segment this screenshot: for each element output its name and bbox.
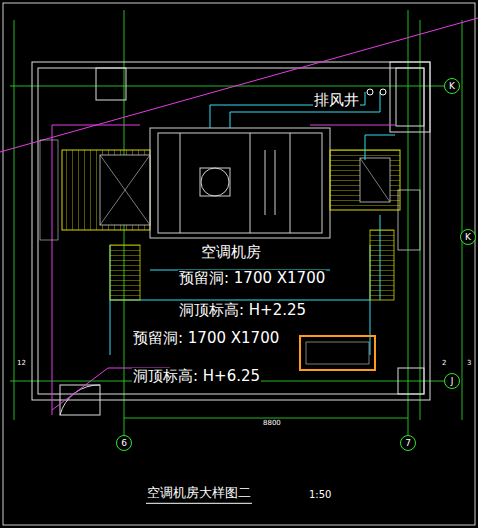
plan-label: 排风井: [313, 92, 360, 109]
grid-bubble: K: [444, 78, 460, 94]
grid-label: 7: [405, 439, 411, 448]
plan-label: 洞顶标高: H+2.25: [178, 302, 307, 319]
plan-label: 3: [466, 360, 472, 368]
grid-bubble: 7: [400, 435, 416, 451]
grid-bubble: J: [444, 373, 460, 389]
title-underline: [146, 503, 252, 504]
plan-label: 空调机房: [200, 244, 262, 261]
grid-label: K: [465, 233, 471, 242]
grid-bubble: K: [460, 229, 476, 245]
plan-label: 12: [16, 360, 27, 368]
plan-label: 2: [441, 360, 447, 368]
plan-label: 1:50: [308, 489, 332, 500]
plan-label: 8800: [262, 420, 282, 428]
drawing-title: 空调机房大样图二: [146, 486, 252, 500]
grid-label: 6: [121, 439, 127, 448]
plan-label: 预留洞: 1700 X1700: [132, 330, 280, 347]
grid-bubble: 6: [116, 435, 132, 451]
grid-label: K: [449, 82, 455, 91]
plan-label: 预留洞: 1700 X1700: [178, 270, 326, 287]
grid-label: J: [451, 377, 454, 386]
plan-label: 洞顶标高: H+6.25: [132, 368, 261, 385]
